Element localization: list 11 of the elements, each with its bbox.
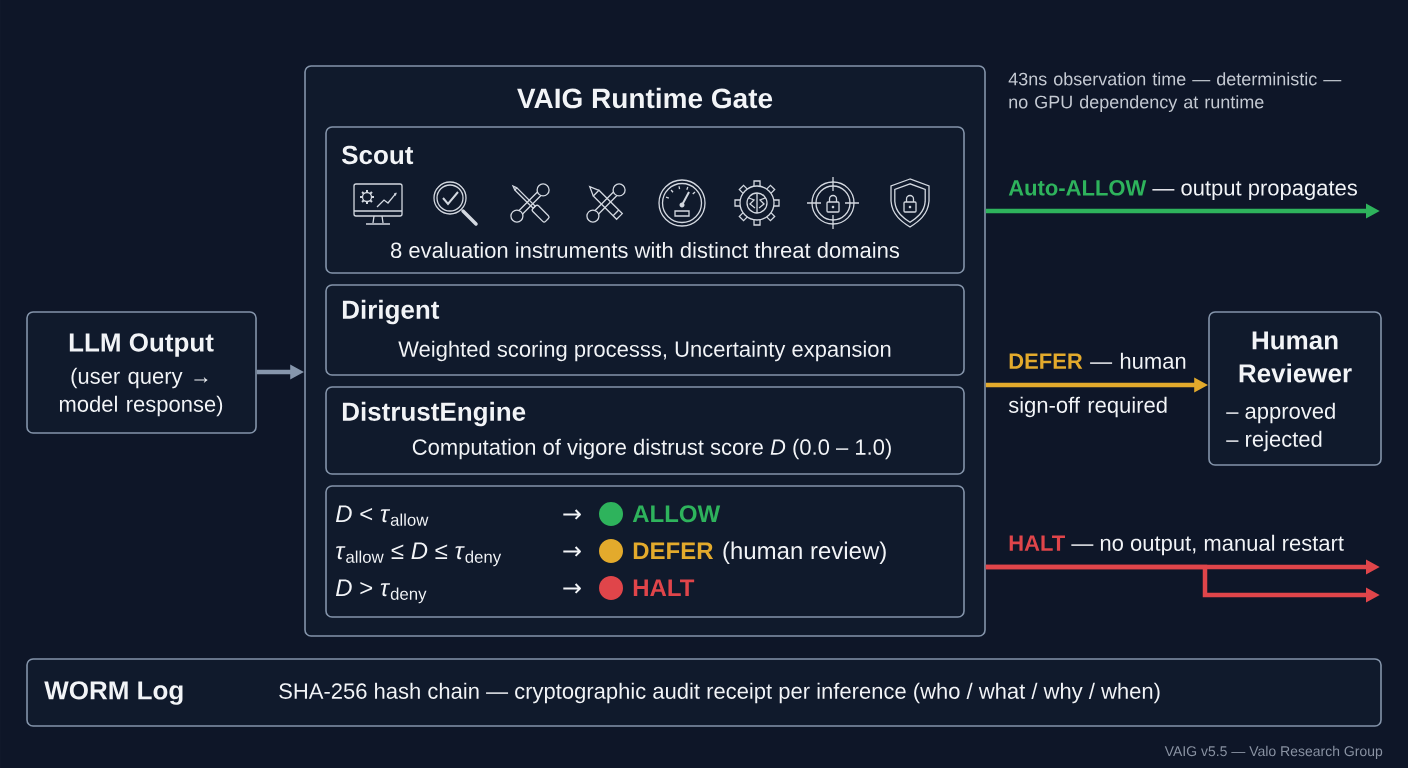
edge-label: HALT — no output, manual restart — [1009, 534, 1344, 556]
module-box: Dirigent Weighted scoring processs, Uncertainty expansion — [325, 284, 965, 376]
log-bar: WORM Log SHA-256 hash chain — cryptographic audit receipt per inference (who / what / why / when) — [26, 658, 1382, 727]
reviewer-box: Human Reviewer – approved – rejected — [1208, 311, 1382, 466]
module-box: DistrustEngine Computation of vigore distrust score D (0.0 – 1.0) — [325, 386, 965, 475]
input-box: LLM Output (user query → model response) — [26, 311, 257, 434]
note-text: 43ns observation time — deterministic — no GPU dependency at runtime — [1008, 72, 1342, 112]
edge-label: Auto-ALLOW — output propagates — [1008, 180, 1357, 200]
module-box: Scout 8 evaluation instruments with distinct threat domains — [325, 126, 965, 274]
edge-label: DEFER — human sign-off required — [1008, 352, 1186, 418]
footer-text: VAIG v5.5 — Valo Research Group — [1164, 745, 1383, 759]
